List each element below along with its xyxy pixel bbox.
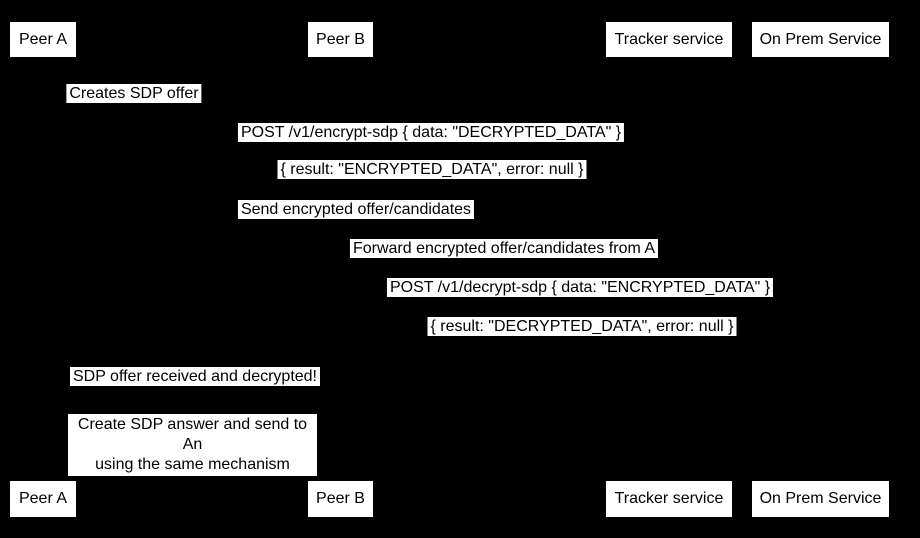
actor-peer-a-top: Peer A [10, 22, 76, 57]
message-creates-sdp-offer: Creates SDP offer [66, 84, 202, 103]
actor-tracker-service-bottom: Tracker service [606, 481, 732, 517]
message-post-encrypt-sdp: POST /v1/encrypt-sdp { data: "DECRYPTED_… [237, 123, 625, 142]
actor-tracker-service-top: Tracker service [606, 22, 732, 57]
actor-peer-b-top: Peer B [308, 22, 373, 57]
actor-peer-a-bottom: Peer A [10, 481, 76, 517]
message-encrypt-result: { result: "ENCRYPTED_DATA", error: null … [277, 160, 587, 179]
lifeline-peer-b [340, 57, 341, 481]
actor-peer-b-bottom: Peer B [308, 481, 373, 517]
lifeline-on-prem-service [820, 57, 821, 481]
message-sdp-offer-received: SDP offer received and decrypted! [70, 367, 320, 386]
note-create-sdp-answer: Create SDP answer and send to An using t… [68, 414, 317, 476]
message-post-decrypt-sdp: POST /v1/decrypt-sdp { data: "ENCRYPTED_… [386, 278, 774, 297]
actor-on-prem-service-top: On Prem Service [752, 22, 889, 57]
message-decrypt-result: { result: "DECRYPTED_DATA", error: null … [427, 317, 737, 336]
lifeline-tracker-service [669, 57, 670, 481]
note-line: using the same mechanism [95, 456, 290, 473]
message-send-encrypted-offer: Send encrypted offer/candidates [237, 200, 475, 219]
message-forward-encrypted-offer: Forward encrypted offer/candidates from … [349, 239, 659, 258]
actor-on-prem-service-bottom: On Prem Service [752, 481, 889, 517]
lifeline-peer-a [43, 57, 44, 481]
note-line: Create SDP answer and send to An [77, 416, 308, 453]
